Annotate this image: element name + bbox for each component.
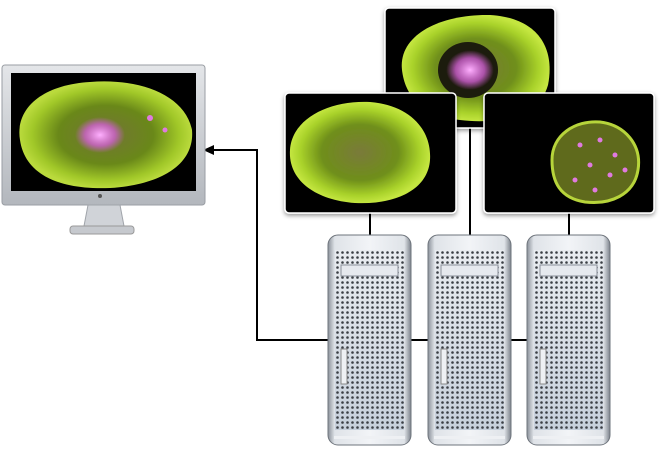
render-panel-left [284, 92, 457, 214]
tower-2 [427, 234, 512, 446]
render-panel-right [483, 92, 655, 214]
tower-1 [327, 234, 412, 446]
connector-lines [212, 128, 570, 341]
display-monitor [1, 64, 206, 235]
tower-3 [526, 234, 611, 446]
arrow-left-icon [203, 145, 214, 155]
